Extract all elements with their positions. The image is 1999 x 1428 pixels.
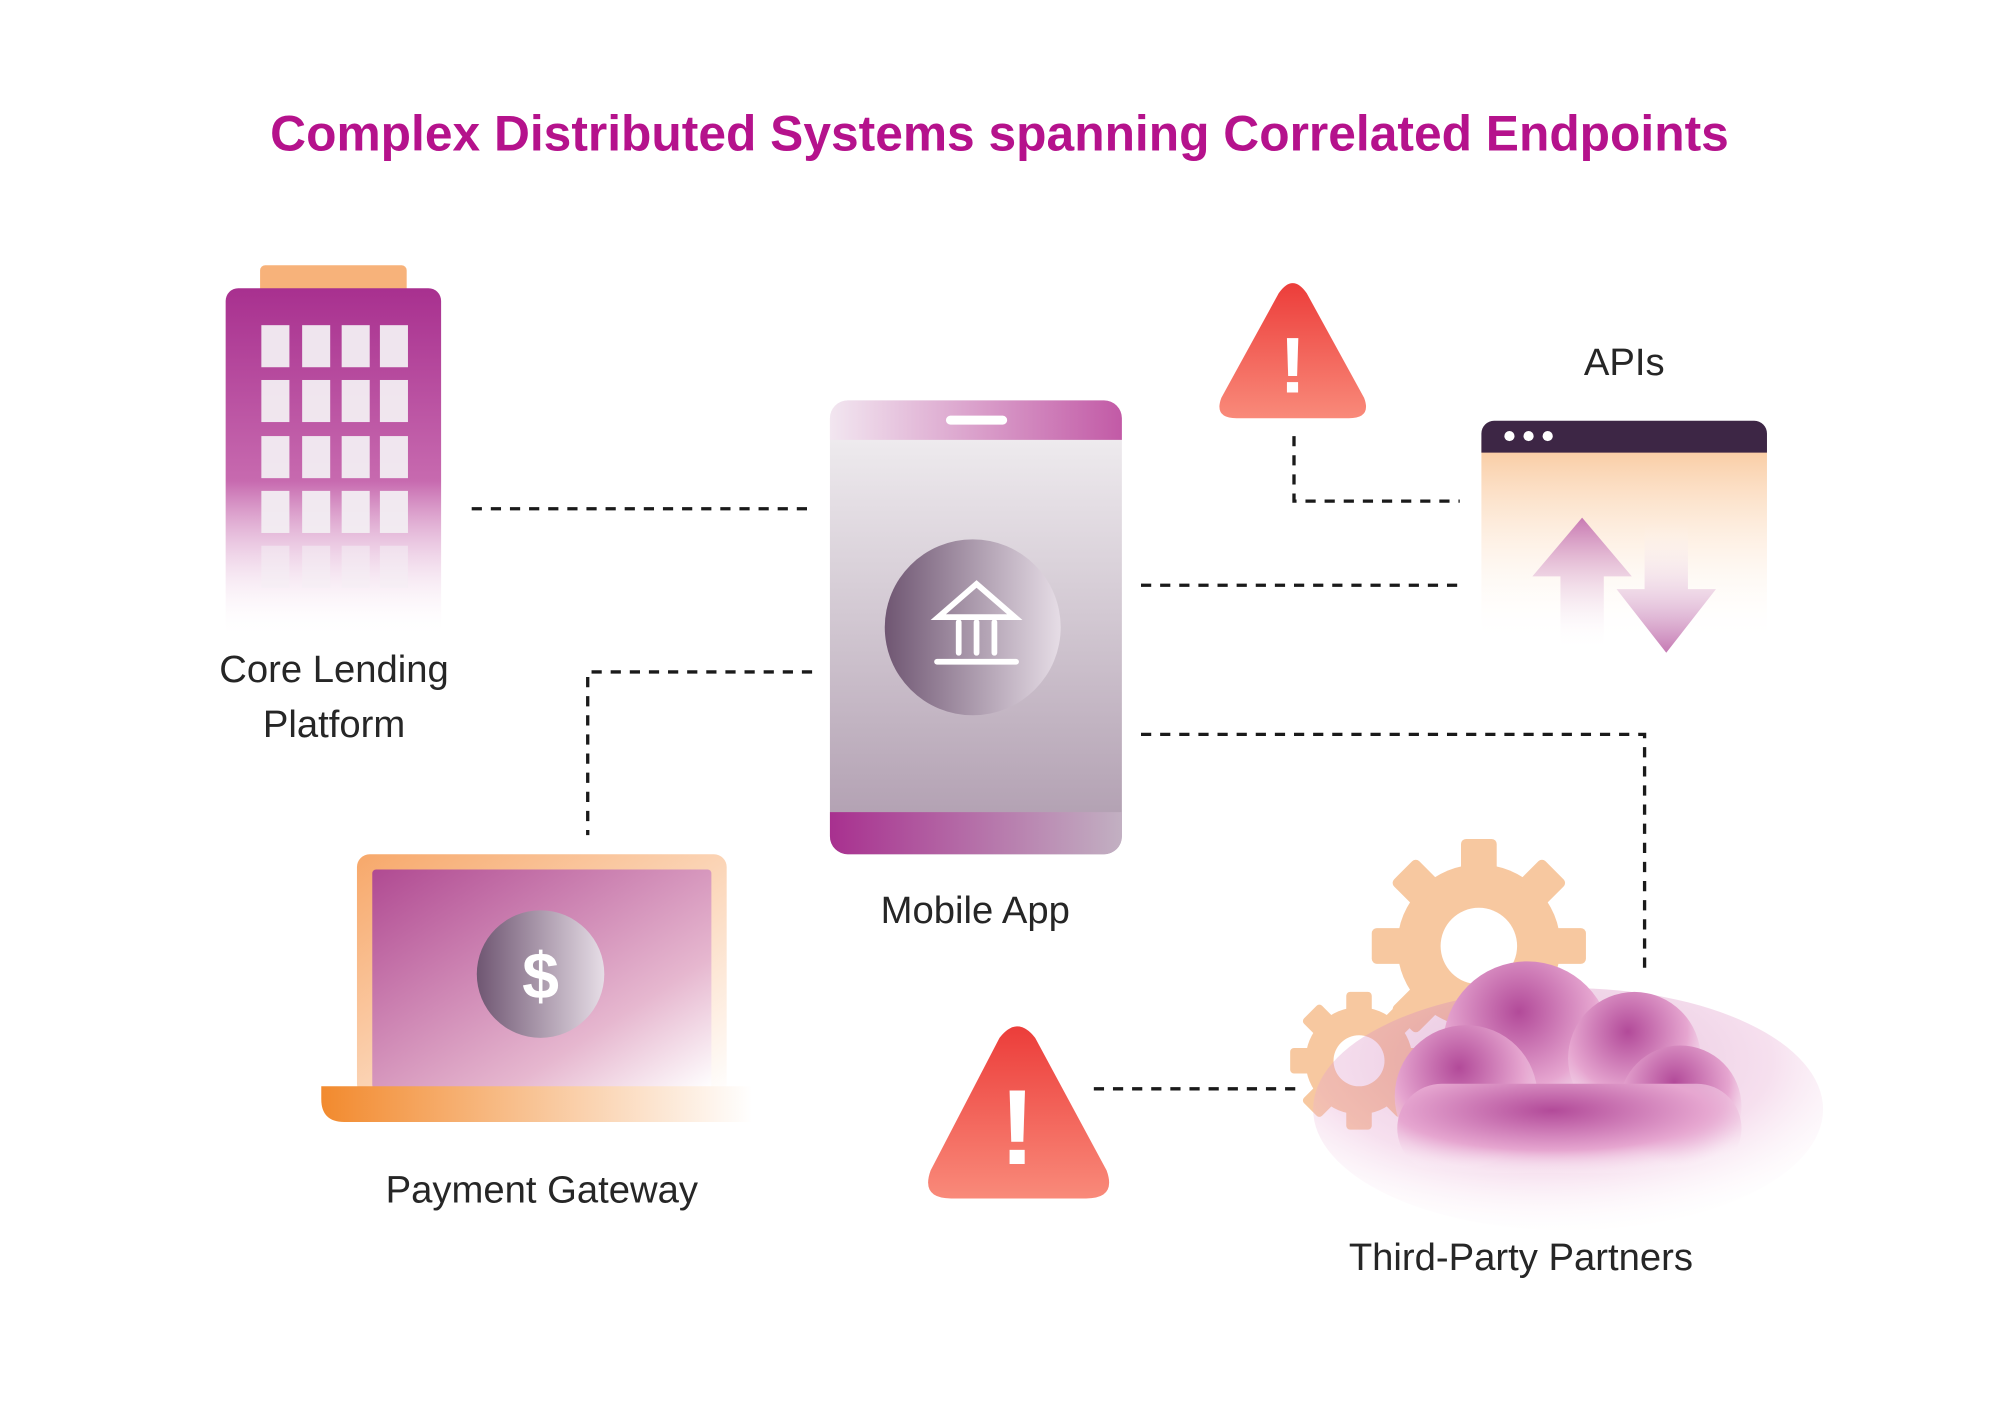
mobile-phone-icon xyxy=(829,400,1122,855)
api-window-icon xyxy=(1481,420,1767,653)
payment-gateway-label: Payment Gateway xyxy=(386,1168,699,1211)
connector-mobile-payment xyxy=(586,670,813,836)
arrow-up-icon xyxy=(1532,517,1632,651)
dollar-icon: $ xyxy=(522,939,559,1013)
arrow-down-icon xyxy=(1616,522,1716,653)
core-lending-label-line1: Core Lending xyxy=(219,648,449,691)
core-lending-label-line2: Platform xyxy=(263,703,405,746)
cloud-gears-icon xyxy=(1290,838,1824,1231)
connector-apis-alert xyxy=(1292,436,1460,503)
laptop-icon: $ xyxy=(321,854,753,1122)
connector-mobile-partners xyxy=(1141,732,1647,976)
alert-symbol: ! xyxy=(1280,321,1306,410)
bank-icon xyxy=(930,580,1023,665)
alert-symbol: ! xyxy=(1000,1067,1036,1187)
cloud-icon xyxy=(1313,961,1824,1231)
warning-icon: ! xyxy=(1219,283,1367,419)
apis-label: APIs xyxy=(1584,341,1665,384)
third-party-label: Third-Party Partners xyxy=(1349,1236,1693,1279)
connectors xyxy=(471,436,1647,1091)
page-title: Complex Distributed Systems spanning Cor… xyxy=(270,106,1729,162)
mobile-app-label: Mobile App xyxy=(881,889,1070,932)
building-icon xyxy=(225,265,442,639)
warning-icon: ! xyxy=(928,1026,1110,1199)
